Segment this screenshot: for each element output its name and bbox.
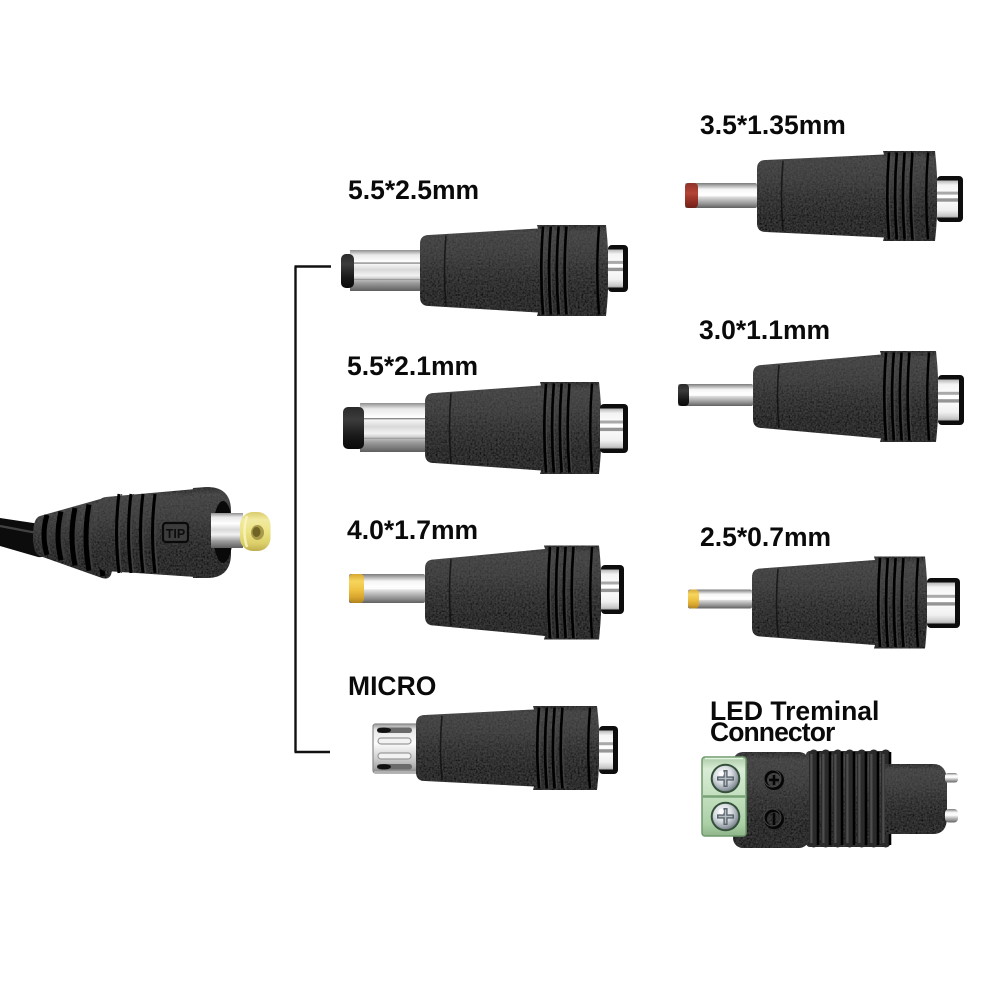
svg-text:LED Treminal: LED Treminal <box>710 696 879 726</box>
svg-text:5.5*2.1mm: 5.5*2.1mm <box>347 351 478 381</box>
svg-text:2.5*0.7mm: 2.5*0.7mm <box>700 522 831 552</box>
svg-text:Connector: Connector <box>710 717 835 747</box>
svg-text:3.5*1.35mm: 3.5*1.35mm <box>700 110 846 140</box>
svg-text:4.0*1.7mm: 4.0*1.7mm <box>347 515 478 545</box>
svg-text:3.0*1.1mm: 3.0*1.1mm <box>699 315 830 345</box>
svg-text:MICRO: MICRO <box>348 671 436 701</box>
svg-text:TIP: TIP <box>166 527 185 541</box>
svg-text:5.5*2.5mm: 5.5*2.5mm <box>348 175 479 205</box>
